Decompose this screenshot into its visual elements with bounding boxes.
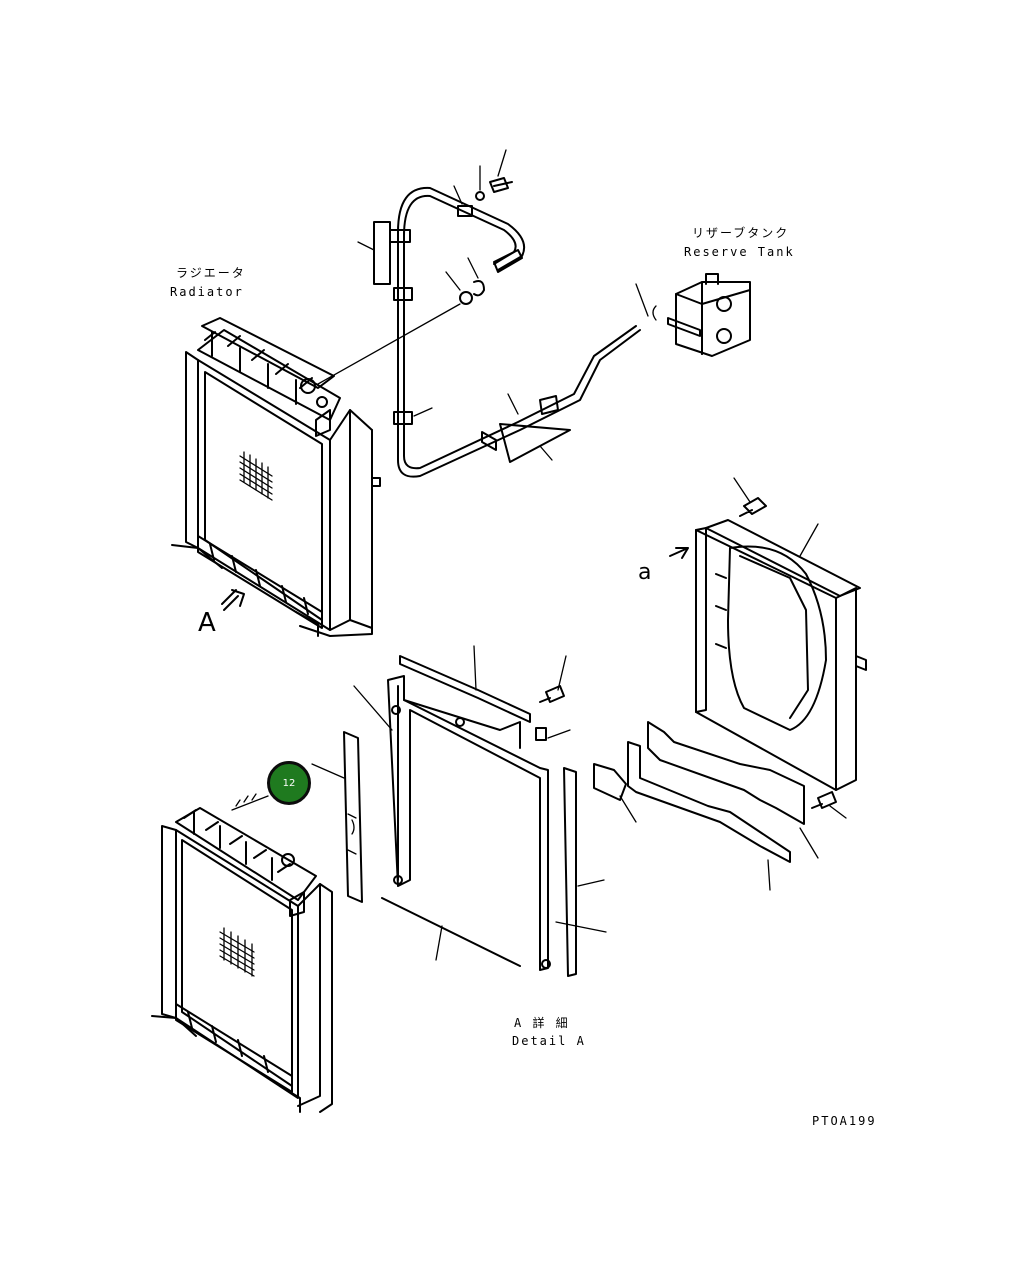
- leader-lines: [231, 149, 847, 961]
- fan-shroud: [669, 497, 867, 791]
- reserve-tank: [652, 273, 751, 357]
- detail-a-seal-plates: [343, 655, 837, 977]
- radiator-assembly-upper: [171, 317, 381, 637]
- part-number-marker-text: 12: [282, 777, 296, 789]
- detail-a-label-en: Detail A: [512, 1034, 586, 1048]
- detail-a-label-jp: A 詳 細: [514, 1016, 570, 1030]
- overflow-hose-assembly: [317, 177, 641, 478]
- reserve-tank-label-jp: リザーブタンク: [692, 226, 790, 240]
- part-number-marker[interactable]: 12: [267, 761, 311, 805]
- view-a-label: A: [198, 608, 216, 638]
- reserve-tank-label-en: Reserve Tank: [684, 245, 795, 259]
- drawing-code: PTOA199: [812, 1114, 877, 1128]
- view-a-small-label: a: [638, 560, 652, 585]
- radiator-label-jp: ラジエータ: [176, 266, 246, 280]
- radiator-label-en: Radiator: [170, 285, 244, 299]
- radiator-assembly-lower: [151, 807, 333, 1113]
